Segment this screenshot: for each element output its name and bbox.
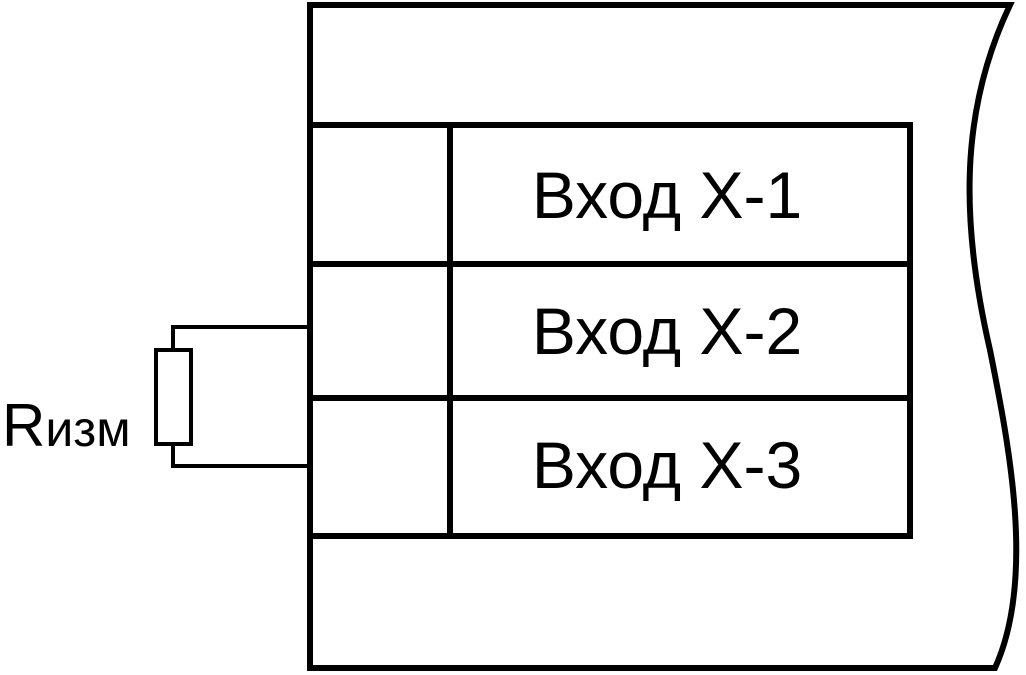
input-label-2: Вход X-2 [532,294,802,368]
resistor-label: Rизм [2,392,131,459]
device-housing [307,2,1020,671]
resistor-wire-bottom [171,444,310,468]
terminal-strip [307,122,453,539]
input-label-3: Вход X-3 [532,428,802,502]
input-label-1: Вход X-1 [532,158,802,232]
resistor-label-sub: изм [45,401,130,457]
resistor-symbol [154,348,193,446]
resistor-label-main: R [2,392,45,459]
resistor-wire-top [171,325,310,350]
input-box-3 [447,395,913,539]
